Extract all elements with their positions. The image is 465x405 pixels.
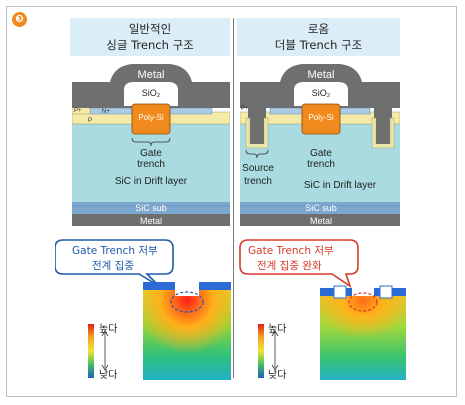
right-oxide-label: SiO₂ <box>312 88 331 98</box>
right-callout-text-2: 전계 집중 완화 <box>257 260 322 272</box>
right-hotspot-circle <box>348 292 378 312</box>
left-metal-label: Metal <box>138 69 165 81</box>
left-legend-low: 낮다 <box>99 370 118 381</box>
left-sub-label: SiC sub <box>135 203 167 213</box>
right-source-label: Source <box>242 163 274 174</box>
right-source-bracket <box>245 149 269 159</box>
left-gate-label: Gate <box>140 148 162 159</box>
right-callout-text-1: Gate Trench 저부 <box>248 245 334 257</box>
right-sub-label: SiC sub <box>305 203 337 213</box>
right-pplus-label: P+ <box>241 106 249 112</box>
left-legend-bar <box>88 324 94 378</box>
left-trench-bracket <box>131 137 171 147</box>
left-field-simulation <box>55 239 231 380</box>
right-metal-bottom <box>240 214 400 226</box>
left-p-label: P <box>88 118 92 124</box>
left-sub-region <box>72 202 230 214</box>
right-device-cross-section: Metal SiO₂ Poly-Si P+ Gate trench Source… <box>240 64 400 226</box>
left-legend-high: 높다 <box>99 324 118 335</box>
right-field-simulation <box>239 239 406 380</box>
left-metal-bottom <box>72 214 230 226</box>
left-gate-trench-fill <box>131 103 171 135</box>
right-metal-label: Metal <box>308 69 335 81</box>
figure-number: ❸ <box>12 12 27 27</box>
left-drift-label: SiC in Drift layer <box>115 176 188 187</box>
right-gate-label: Gate <box>310 148 332 159</box>
right-source-trench-label: trench <box>244 176 272 187</box>
left-callout-bubble <box>55 239 174 287</box>
left-oxide <box>124 82 178 106</box>
right-header-line2: 더블 Trench 구조 <box>274 38 363 52</box>
left-trench-label: trench <box>137 159 165 170</box>
column-divider <box>233 18 234 378</box>
left-header-line2: 싱글 Trench 구조 <box>106 38 194 52</box>
right-poly-label: Poly-Si <box>308 113 334 122</box>
left-nplus-label: N+ <box>102 109 110 115</box>
right-legend-bar <box>258 324 264 378</box>
right-gate-trench-fill <box>301 103 341 135</box>
left-poly-label: Poly-Si <box>138 113 164 122</box>
left-metal-bottom-label: Metal <box>140 216 162 226</box>
right-metal-bottom-label: Metal <box>310 216 332 226</box>
left-callout-text-1: Gate Trench 저부 <box>72 245 158 257</box>
left-pplus-label: P+ <box>74 108 82 114</box>
left-device-cross-section: Metal SiO₂ Poly-Si P+ N+ P Gate trench S… <box>72 64 230 226</box>
right-drift-label: SiC in Drift layer <box>304 180 377 191</box>
right-header-line1: 로옴 <box>307 22 330 36</box>
left-callout-text-2: 전계 집중 <box>92 260 134 272</box>
left-oxide-label: SiO₂ <box>142 88 161 98</box>
right-legend-high: 높다 <box>268 324 287 335</box>
right-header: 로옴 더블 Trench 구조 <box>237 18 400 56</box>
right-legend-low: 낮다 <box>268 370 287 381</box>
left-hotspot-circle <box>170 291 204 313</box>
right-oxide <box>294 82 348 106</box>
right-trench-label: trench <box>307 159 335 170</box>
right-sub-region <box>240 202 400 214</box>
left-header: 일반적인 싱글 Trench 구조 <box>70 18 230 56</box>
right-callout-bubble <box>239 239 359 288</box>
left-header-line1: 일반적인 <box>128 22 172 36</box>
